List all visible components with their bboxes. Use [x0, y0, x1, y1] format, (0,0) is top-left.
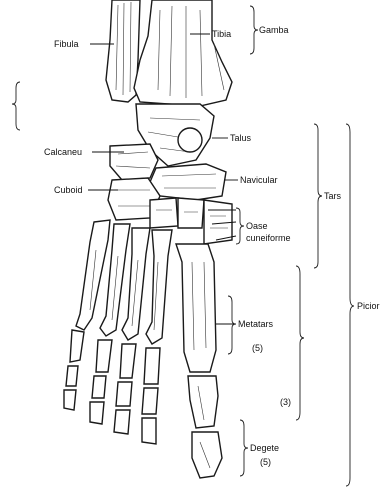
picior-brace — [346, 124, 354, 486]
metatars-count-label: (5) — [252, 343, 263, 353]
navicular-bone — [150, 164, 226, 200]
tars-label: Tars — [324, 191, 342, 201]
picior-label: Picior — [357, 301, 380, 311]
calcaneu-label: Calcaneu — [44, 147, 82, 157]
cuneiforme-label: cuneiforme — [246, 233, 291, 243]
tars-brace — [314, 124, 322, 268]
metatars-label: Metatars — [238, 319, 274, 329]
gamba-brace — [250, 6, 258, 54]
cuboid-label: Cuboid — [54, 185, 83, 195]
falange-count-label: (3) — [280, 397, 291, 407]
degete-count-label: (5) — [260, 457, 271, 467]
oase-label: Oase — [246, 221, 268, 231]
tibia-bone — [134, 0, 232, 106]
degete-brace — [240, 420, 248, 476]
degete-label: Degete — [250, 443, 279, 453]
phalanges-brace — [296, 266, 304, 420]
navicular-label: Navicular — [240, 175, 278, 185]
calcaneus-bone — [110, 144, 158, 180]
ankle-brace — [12, 82, 20, 130]
talus-label: Talus — [230, 133, 252, 143]
gamba-label: Gamba — [259, 25, 289, 35]
fibula-label: Fibula — [54, 39, 79, 49]
metatars-brace — [228, 296, 236, 354]
tibia-label: Tibia — [212, 29, 231, 39]
cuneiform-brace — [236, 208, 244, 244]
